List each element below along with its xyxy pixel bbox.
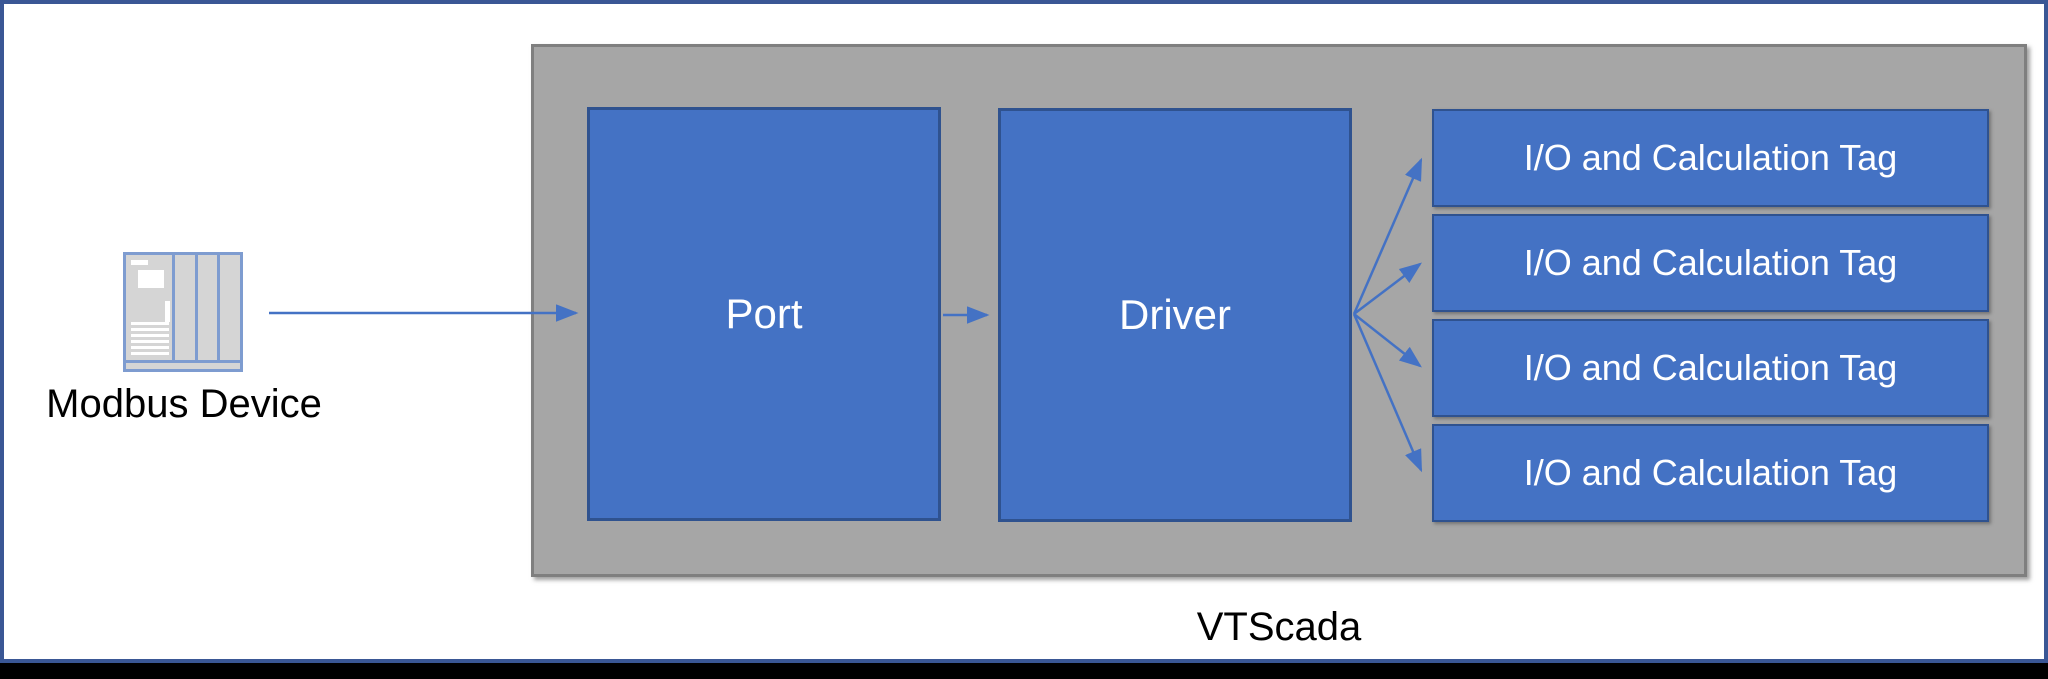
device-cabinet: [126, 255, 240, 360]
vtscada-label: VTScada: [1196, 605, 1362, 649]
slide-frame: Modbus Device Port Driver I/O and Calcul…: [0, 0, 2048, 663]
device-vents: [131, 319, 169, 355]
port-node: Port: [587, 107, 941, 521]
device-base: [126, 360, 240, 369]
device-window: [138, 270, 164, 288]
device-panel: [172, 255, 195, 360]
driver-node: Driver: [998, 108, 1352, 522]
device-panel: [217, 255, 240, 360]
device-door: [126, 255, 172, 360]
device-panel: [194, 255, 218, 360]
io-calculation-tag-node: I/O and Calculation Tag: [1432, 319, 1989, 417]
modbus-device-icon: [123, 252, 243, 372]
io-calculation-tag-node: I/O and Calculation Tag: [1432, 214, 1989, 312]
io-calculation-tag-node: I/O and Calculation Tag: [1432, 109, 1989, 207]
device-handle: [165, 301, 170, 322]
io-calculation-tag-node: I/O and Calculation Tag: [1432, 424, 1989, 522]
modbus-device-label: Modbus Device: [46, 382, 322, 426]
device-nameplate: [131, 260, 148, 265]
